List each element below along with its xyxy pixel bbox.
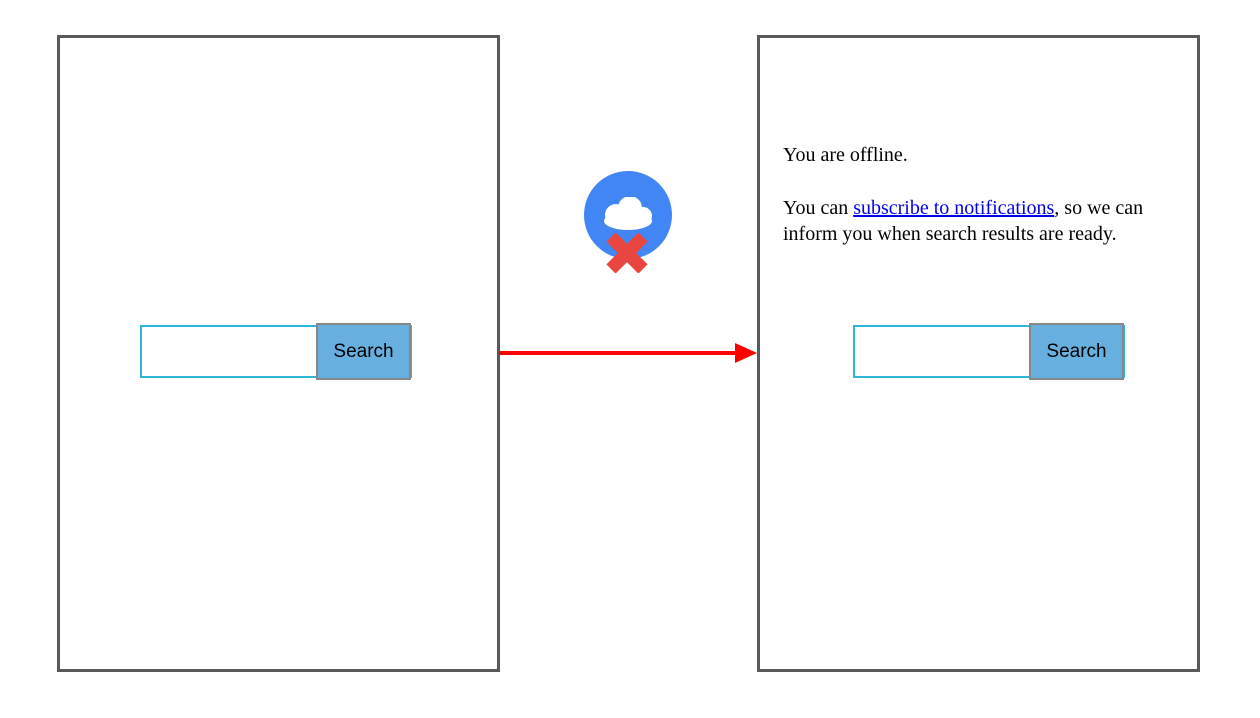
flow-arrow-icon xyxy=(499,343,757,363)
offline-info-text: You can subscribe to notifications, so w… xyxy=(783,195,1179,247)
offline-message: You are offline. You can subscribe to no… xyxy=(783,142,1179,247)
offline-cloud-x-icon xyxy=(584,171,672,281)
offline-status-text: You are offline. xyxy=(783,144,908,166)
search-button[interactable]: Search xyxy=(316,323,411,380)
offline-info-suffix: , so we can inform you when search resul… xyxy=(783,197,1144,245)
subscribe-notifications-link[interactable]: subscribe to notifications xyxy=(853,197,1055,219)
search-form: Search xyxy=(853,323,1125,380)
search-button[interactable]: Search xyxy=(1029,323,1124,380)
left-browser-frame: Search xyxy=(57,35,500,672)
search-form: Search xyxy=(140,323,412,380)
cloud-icon xyxy=(604,197,652,230)
offline-x-icon xyxy=(606,233,648,273)
offline-info-prefix: You can xyxy=(783,197,854,219)
right-browser-frame: You are offline. You can subscribe to no… xyxy=(757,35,1200,672)
